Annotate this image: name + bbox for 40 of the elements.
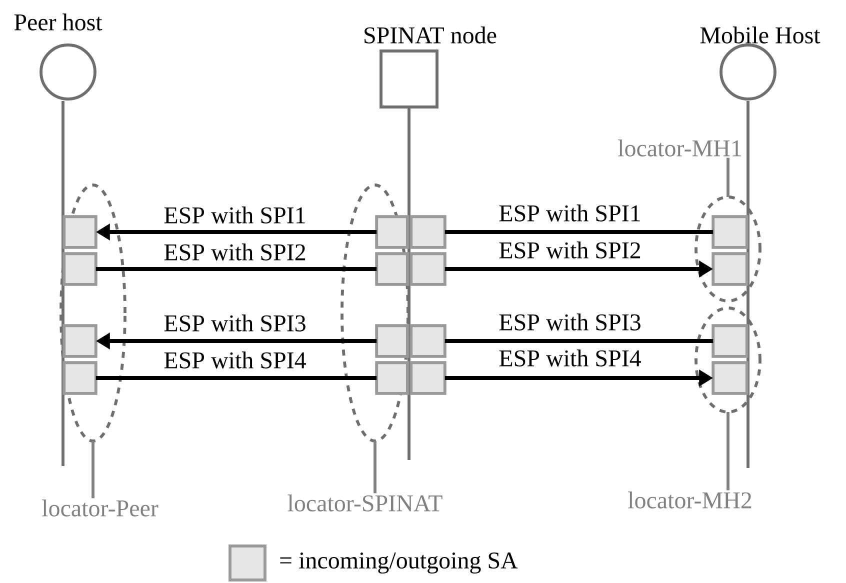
edge-label: ESP with SPI1 [164,206,305,224]
leader-line [92,441,94,498]
dashed-ellipse [60,184,126,442]
edge-label: ESP with SPI4 [499,350,641,366]
host-title: Mobile Host [700,26,820,44]
sa-box [62,361,98,395]
sa-box [410,361,446,395]
sa-box [62,215,98,249]
sa-box [410,252,446,286]
legend-text: = incoming/outgoing SA [280,552,518,574]
locator-label: locator-MH1 [618,140,741,156]
sa-box [62,252,98,286]
locator-label: locator-Peer [42,500,158,516]
sa-box [375,324,409,358]
sa-box [712,361,748,395]
edge-label: ESP with SPI3 [499,314,640,330]
host-title: SPINAT node [364,26,496,44]
dashed-ellipse [694,196,762,302]
dashed-ellipse [694,306,762,414]
leader-line [374,441,376,494]
sa-box [712,252,748,286]
sa-box [375,252,409,286]
edge-label: ESP with SPI2 [164,244,306,260]
sa-box [375,215,409,249]
leader-line [726,412,730,490]
locator-label: locator-MH2 [628,492,752,508]
edge-label: ESP with SPI2 [499,242,640,258]
sa-box [712,215,748,249]
locator-label: locator-SPINAT [288,494,442,512]
sa-box [375,361,409,395]
edge-label: ESP with SPI3 [164,314,306,332]
sa-box [712,324,748,358]
host-title: Peer host [14,14,102,30]
sa-box [62,324,98,358]
edge-label: ESP with SPI4 [164,352,306,368]
dashed-ellipse [340,184,410,442]
sa-box [410,324,446,358]
leader-line [726,158,730,197]
edge-label: ESP with SPI1 [499,204,640,222]
sa-box [410,215,446,249]
